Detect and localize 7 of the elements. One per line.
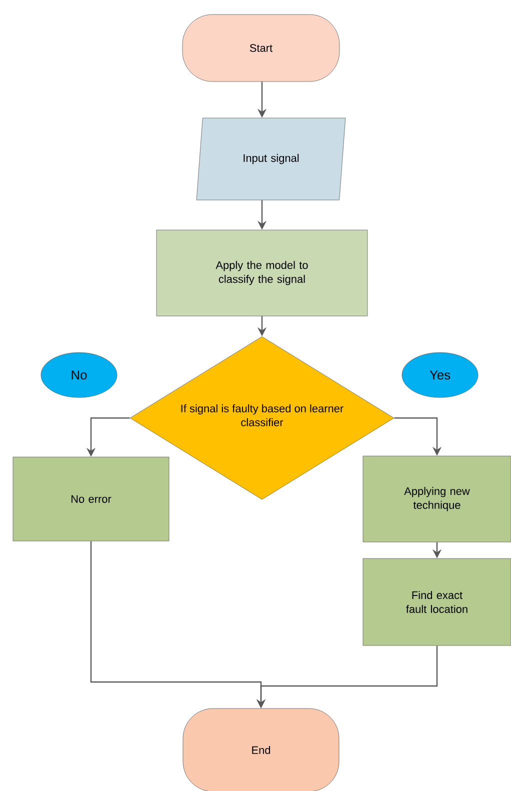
process-box: No error	[12, 456, 170, 542]
process-box: Applying new technique	[362, 456, 511, 542]
process-box: Apply the model to classify the signal	[156, 230, 368, 316]
input-parallelogram: Input signal	[196, 118, 346, 200]
answer-oval: No	[40, 352, 118, 398]
process-box: Find exact fault location	[362, 558, 511, 646]
answer-oval: Yes	[402, 352, 478, 398]
